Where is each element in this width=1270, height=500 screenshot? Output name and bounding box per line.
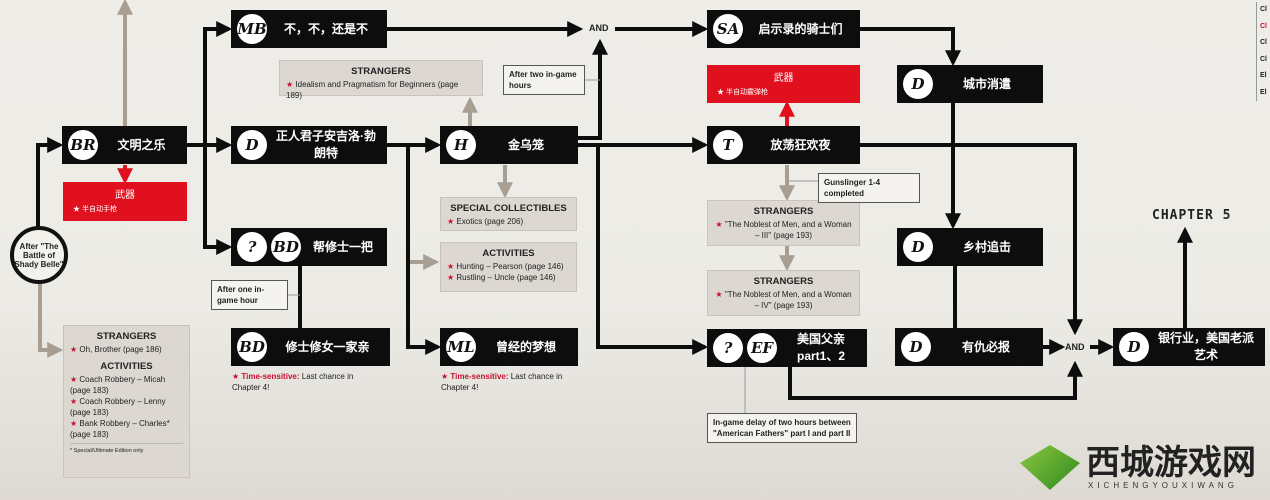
strangers-activities-box: STRANGERS ★ Oh, Brother (page 186) ACTIV… <box>63 325 190 478</box>
character-d-icon: D <box>903 69 933 99</box>
list-item: ★ Oh, Brother (page 186) <box>70 345 162 354</box>
weapon-item: ★ 半自动手枪 <box>73 206 117 213</box>
question-icon: ? <box>713 333 743 363</box>
start-node: After "The Battle of Shady Belle" <box>10 226 68 284</box>
character-ef-icon: EF <box>747 333 777 363</box>
character-d-icon: D <box>237 130 267 160</box>
character-br-icon: BR <box>68 130 98 160</box>
collectibles-box: SPECIAL COLLECTIBLES★ Exotics (page 206) <box>440 197 577 231</box>
character-d-icon: D <box>903 232 933 262</box>
and-gate: AND <box>1065 342 1085 352</box>
question-icon: ? <box>237 232 267 262</box>
strangers-box: STRANGERS★ "The Noblest of Men, and a Wo… <box>707 270 860 316</box>
strangers-box: STRANGERS★ Idealism and Pragmatism for B… <box>279 60 483 100</box>
watermark-logo-icon <box>1020 445 1080 490</box>
chapter-5-label: CHAPTER 5 <box>1152 208 1232 223</box>
strangers-box: STRANGERS★ "The Noblest of Men, and a Wo… <box>707 200 860 246</box>
activities-box: ACTIVITIES★ Hunting – Pearson (page 146)… <box>440 242 577 292</box>
character-d-icon: D <box>901 332 931 362</box>
and-gate: AND <box>589 23 609 33</box>
time-sensitive-note: ★ Time-sensitive: Last chance in Chapter… <box>441 372 563 392</box>
character-mb-icon: MB <box>237 14 267 44</box>
weapon-item: ★ 半自动霰弹枪 <box>717 89 768 96</box>
character-d-icon: D <box>1119 332 1149 362</box>
condition-note: Gunslinger 1-4 completed <box>818 173 920 203</box>
list-item: ★ Coach Robbery – Micah (page 183) <box>70 375 166 395</box>
character-sa-icon: SA <box>713 14 743 44</box>
weapons-box: 武器★ 半自动手枪 <box>63 182 187 221</box>
list-item: ★ Bank Robbery – Charles* (page 183) <box>70 419 170 439</box>
character-h-icon: H <box>446 130 476 160</box>
list-item: ★ Coach Robbery – Lenny (page 183) <box>70 397 166 417</box>
weapons-box: 武器★ 半自动霰弹枪 <box>707 65 860 103</box>
timing-note: After one in-game hour <box>211 280 288 310</box>
character-t-icon: T <box>713 130 743 160</box>
character-bd-icon: BD <box>237 332 267 362</box>
delay-note: In-game delay of two hours between "Amer… <box>707 413 857 443</box>
character-ml-icon: ML <box>446 332 476 362</box>
time-sensitive-note: ★ Time-sensitive: Last chance in Chapter… <box>232 372 354 392</box>
timing-note: After two in-game hours <box>503 65 585 95</box>
character-bd-icon: BD <box>271 232 301 262</box>
